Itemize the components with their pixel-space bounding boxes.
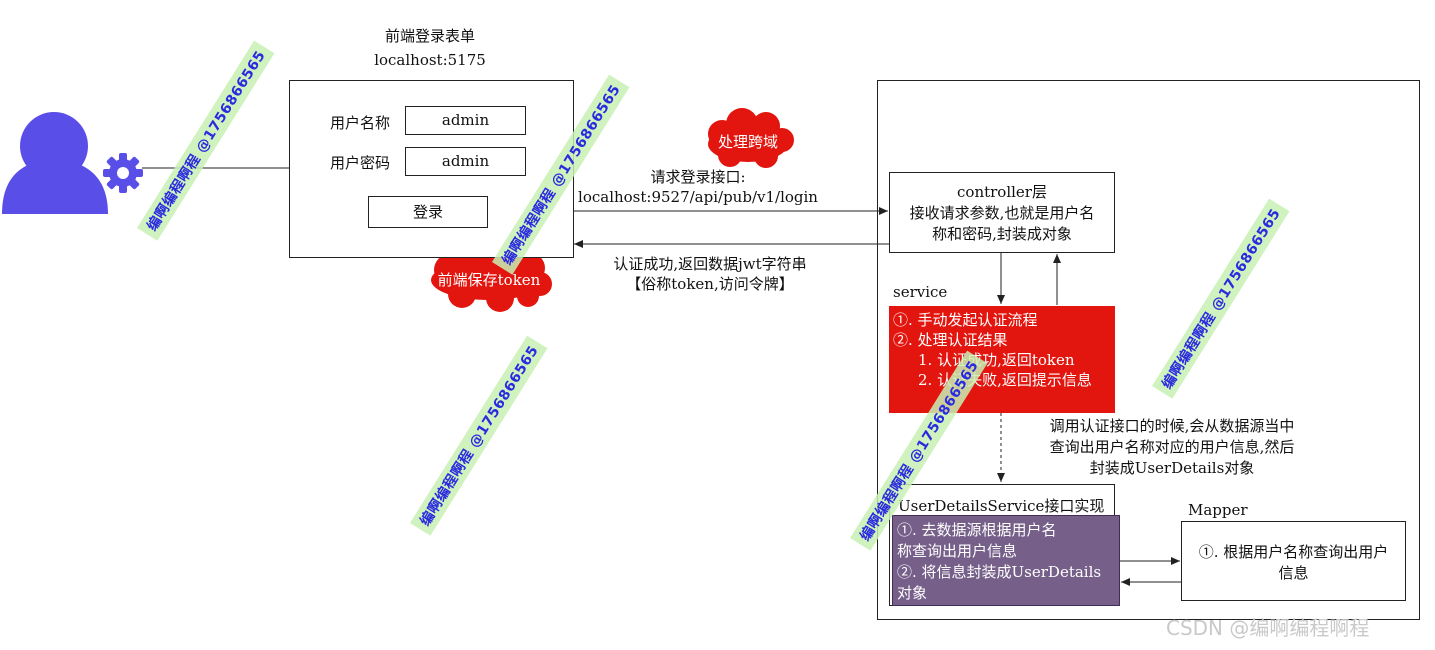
controller-desc-2: 称和密码,封装成对象 [932, 225, 1072, 243]
userdetails-line-3: ②. 将信息封装成UserDetails [897, 563, 1102, 581]
service-line-4: 2. 认证失败,返回提示信息 [918, 371, 1092, 389]
mapper-line-2: 信息 [1278, 564, 1309, 582]
backend-container [877, 80, 1420, 620]
csdn-footer: CSDN @编啊编程啊程 [1166, 616, 1370, 640]
userdetails-box: ①. 去数据源根据用户名 称查询出用户信息 ②. 将信息封装成UserDetai… [892, 515, 1120, 606]
userdetails-label: UserDetailsService接口实现 [898, 497, 1105, 515]
service-line-2: ②. 处理认证结果 [893, 331, 1008, 349]
service-line-3: 1. 认证成功,返回token [918, 351, 1075, 369]
mapper-box [1181, 521, 1406, 601]
cloud-cors [708, 108, 794, 168]
username-input[interactable]: admin [405, 106, 526, 135]
request-label-line2: localhost:9527/api/pub/v1/login [578, 188, 818, 206]
cloud-save-token-label: 前端保存token [437, 271, 541, 289]
userdetails-line-2: 称查询出用户信息 [897, 542, 1018, 560]
form-url: localhost:5175 [374, 51, 486, 69]
username-label: 用户名称 [330, 114, 391, 132]
response-label-line2: 【俗称token,访问令牌】 [626, 275, 794, 293]
mapper-line-1: ①. 根据用户名称查询出用户 [1198, 543, 1389, 561]
service-label: service [893, 283, 948, 301]
controller-box [889, 172, 1115, 253]
service-box: ①. 手动发起认证流程 ②. 处理认证结果 1. 认证成功,返回token 2.… [889, 306, 1115, 413]
login-button[interactable]: 登录 [368, 196, 488, 228]
gear-icon [103, 153, 143, 193]
userdetails-line-1: ①. 去数据源根据用户名 [897, 521, 1057, 539]
password-input[interactable]: admin [405, 147, 526, 176]
mapper-label: Mapper [1188, 501, 1248, 519]
datasource-note-2: 查询出用户名称对应的用户信息,然后 [1049, 438, 1295, 456]
password-label: 用户密码 [330, 154, 391, 172]
userdetails-line-4: 对象 [897, 584, 928, 602]
request-label-line1: 请求登录接口: [650, 168, 746, 186]
service-line-1: ①. 手动发起认证流程 [893, 311, 1038, 329]
form-title: 前端登录表单 [384, 27, 475, 45]
user-icon [2, 112, 108, 214]
datasource-note-1: 调用认证接口的时候,会从数据源当中 [1049, 417, 1295, 435]
response-label-line1: 认证成功,返回数据jwt字符串 [613, 255, 807, 273]
cloud-cors-label: 处理跨域 [717, 133, 778, 151]
controller-desc-1: 接收请求参数,也就是用户名 [909, 204, 1095, 222]
controller-title: controller层 [957, 183, 1047, 201]
datasource-note-3: 封装成UserDetails对象 [1089, 459, 1255, 477]
